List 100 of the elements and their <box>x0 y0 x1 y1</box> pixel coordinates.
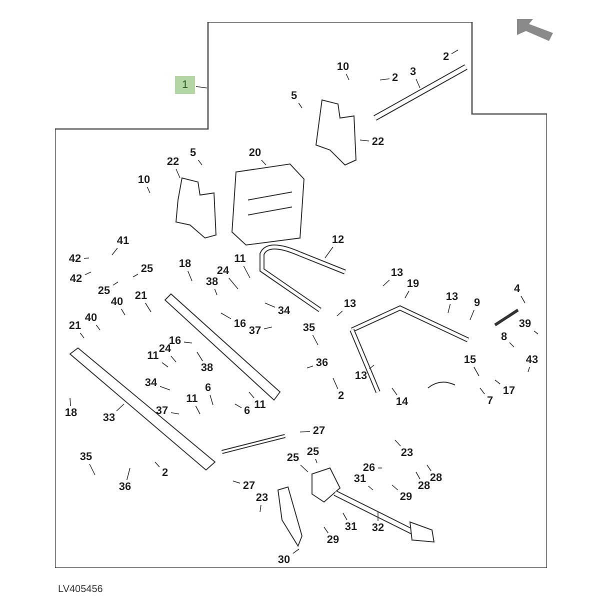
callout-number: 31 <box>352 473 368 485</box>
callout-number: 9 <box>472 297 482 309</box>
leader-line <box>380 78 390 80</box>
leader-line <box>382 280 390 286</box>
callout-number: 26 <box>361 462 377 474</box>
callout-number: 33 <box>101 412 117 424</box>
callout-number: 34 <box>276 305 292 317</box>
leader-line <box>116 404 124 412</box>
callout-number: 27 <box>311 425 327 437</box>
leader-line <box>195 406 200 414</box>
callout-number: 22 <box>165 156 181 168</box>
leader-line <box>170 356 176 362</box>
callout-number: 36 <box>117 481 133 493</box>
leader-line <box>112 248 118 256</box>
callout-number: 35 <box>78 451 94 463</box>
leader-line <box>89 464 96 476</box>
leader-line <box>336 310 343 316</box>
callout-number: 2 <box>160 467 170 479</box>
callout-number: 13 <box>389 267 405 279</box>
callout-number: 42 <box>68 273 84 285</box>
leader-line <box>220 312 232 320</box>
callout-number: 38 <box>204 276 220 288</box>
callout-number: 6 <box>204 382 212 394</box>
leader-line <box>196 352 204 362</box>
leader-line <box>306 366 314 368</box>
leader-line <box>261 160 266 166</box>
callout-number: 32 <box>370 522 386 534</box>
callout-number: 41 <box>115 235 131 247</box>
leader-line <box>228 278 238 290</box>
leader-line <box>170 412 180 414</box>
callout-number: 40 <box>83 312 99 324</box>
callout-number: 43 <box>524 354 540 366</box>
callout-number: 37 <box>154 405 170 417</box>
leader-line <box>264 326 272 330</box>
leader-line <box>126 468 130 480</box>
callout-number: 21 <box>133 290 149 302</box>
leader-line <box>300 431 310 432</box>
leader-line <box>84 258 90 259</box>
callout-number: 40 <box>109 296 125 308</box>
leader-line <box>474 366 480 376</box>
callout-number: 35 <box>301 322 317 334</box>
leader-line <box>243 266 250 278</box>
callout-number: 18 <box>177 258 193 270</box>
callout-number: 15 <box>462 354 478 366</box>
leader-line <box>451 50 458 54</box>
callout-number: 30 <box>276 554 292 566</box>
leader-line <box>184 342 192 344</box>
callout-number: 12 <box>330 234 346 246</box>
callout-number: 4 <box>512 283 522 295</box>
leader-line <box>480 388 486 394</box>
callout-number: 10 <box>136 174 152 186</box>
callout-number: 24 <box>215 265 231 277</box>
callout-number: 6 <box>242 405 252 417</box>
callout-number: 3 <box>408 66 418 78</box>
callout-number: 34 <box>143 377 159 389</box>
leader-line <box>315 458 318 464</box>
callout-number: 8 <box>500 331 508 343</box>
callout-number: 19 <box>405 278 421 290</box>
callout-number: 25 <box>139 263 155 275</box>
figure-code: LV405456 <box>58 583 103 597</box>
leader-line <box>70 398 71 406</box>
leader-line <box>470 310 475 320</box>
leader-line <box>84 272 92 276</box>
callout-number: 2 <box>336 390 346 402</box>
callout-number: 27 <box>241 480 257 492</box>
leader-line <box>360 140 370 142</box>
leader-line <box>520 296 526 304</box>
leader-line <box>96 324 100 330</box>
callout-number: 31 <box>343 521 359 533</box>
leader-line <box>248 392 254 398</box>
leader-line <box>332 378 338 390</box>
callout-number: 38 <box>199 362 215 374</box>
leader-line <box>234 404 242 408</box>
leader-line <box>300 464 308 472</box>
callout-number: 24 <box>157 343 173 355</box>
leader-line <box>392 388 398 396</box>
callout-number: 11 <box>232 253 248 265</box>
leader-line <box>426 464 432 472</box>
leader-line <box>448 304 451 314</box>
callout-number: 29 <box>398 491 414 503</box>
leader-line <box>214 288 218 296</box>
leader-line <box>324 526 329 534</box>
callout-number: 25 <box>96 285 112 297</box>
callout-number: 20 <box>247 147 263 159</box>
leader-line <box>176 168 180 178</box>
leader-line <box>232 480 240 484</box>
callout-number: 10 <box>335 61 351 73</box>
callout-number: 36 <box>314 357 330 369</box>
leader-line <box>368 486 374 490</box>
callout-number: 16 <box>232 318 248 330</box>
callout-number: 13 <box>342 298 358 310</box>
leader-line <box>416 472 420 480</box>
callout-number: 25 <box>285 452 301 464</box>
leader-line <box>120 308 126 316</box>
leader-line <box>324 246 334 258</box>
callout-number: 22 <box>370 136 386 148</box>
leader-line <box>368 364 374 370</box>
callout-number: 25 <box>305 446 321 458</box>
callout-number: 37 <box>247 325 263 337</box>
leader-line <box>210 394 214 406</box>
